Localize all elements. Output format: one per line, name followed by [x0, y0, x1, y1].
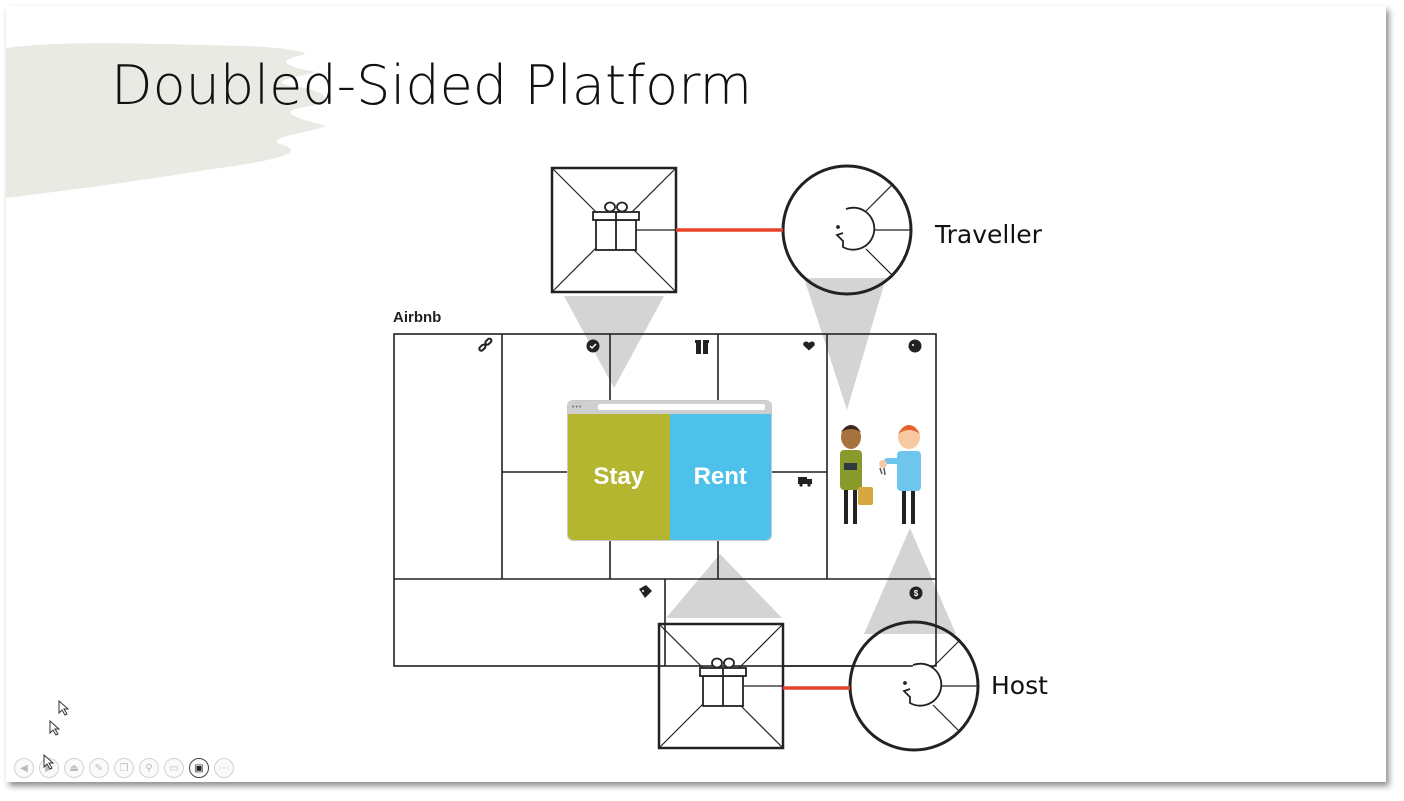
cursor-icon — [49, 720, 61, 736]
link-icon — [478, 337, 493, 352]
cursor-icon — [43, 754, 55, 770]
customer-profile-host — [848, 620, 980, 752]
subtitles-icon[interactable]: ▭ — [164, 758, 184, 778]
gift-icon-traveller — [592, 201, 640, 251]
cone-host-segment — [864, 528, 956, 634]
traveller-label: Traveller — [935, 220, 1042, 249]
camera-icon[interactable]: ▣ — [189, 758, 209, 778]
browser-bar: ••• — [568, 401, 771, 414]
money-bag-icon: $ — [909, 586, 923, 600]
face-icon-small — [908, 339, 922, 353]
truck-icon — [798, 477, 812, 487]
platform-diagram: $ — [393, 164, 980, 752]
canvas-label: Airbnb — [393, 309, 442, 326]
presentation-toolbar: ◀ ▶ ⏏ ✎ ❐ ⚲ ▭ ▣ ⋯ — [14, 758, 234, 778]
previous-icon[interactable]: ◀ — [14, 758, 34, 778]
eject-icon[interactable]: ⏏ — [64, 758, 84, 778]
pen-icon[interactable]: ✎ — [89, 758, 109, 778]
browser-window-illustration: ••• Stay Rent — [568, 401, 771, 540]
value-map-traveller — [550, 166, 678, 294]
host-person-illustration — [879, 425, 921, 524]
customer-profile-traveller — [781, 164, 913, 296]
presentation-slide: Doubled-Sided Platform — [6, 6, 1386, 782]
heart-icon — [803, 341, 815, 351]
svg-text:$: $ — [914, 589, 919, 598]
slides-icon[interactable]: ❐ — [114, 758, 134, 778]
cone-host-value — [666, 554, 782, 618]
cone-traveller-value — [564, 296, 664, 388]
check-circle-icon — [586, 339, 600, 353]
traveller-person-illustration — [840, 425, 873, 524]
slide-title: Doubled-Sided Platform — [111, 54, 753, 117]
gift-icon-host — [699, 657, 747, 707]
zoom-icon[interactable]: ⚲ — [139, 758, 159, 778]
rent-panel: Rent — [669, 414, 771, 540]
window-dots-icon: ••• — [572, 404, 583, 411]
gift-icon-small — [695, 340, 709, 354]
host-label: Host — [991, 671, 1048, 700]
cone-traveller-segment — [804, 278, 886, 410]
value-map-host — [657, 622, 785, 750]
brush-stroke-decoration — [6, 43, 326, 199]
cursor-icon — [58, 700, 70, 716]
url-bar — [598, 404, 765, 410]
stay-panel: Stay — [568, 414, 670, 540]
tag-icon — [639, 585, 652, 598]
more-icon[interactable]: ⋯ — [214, 758, 234, 778]
